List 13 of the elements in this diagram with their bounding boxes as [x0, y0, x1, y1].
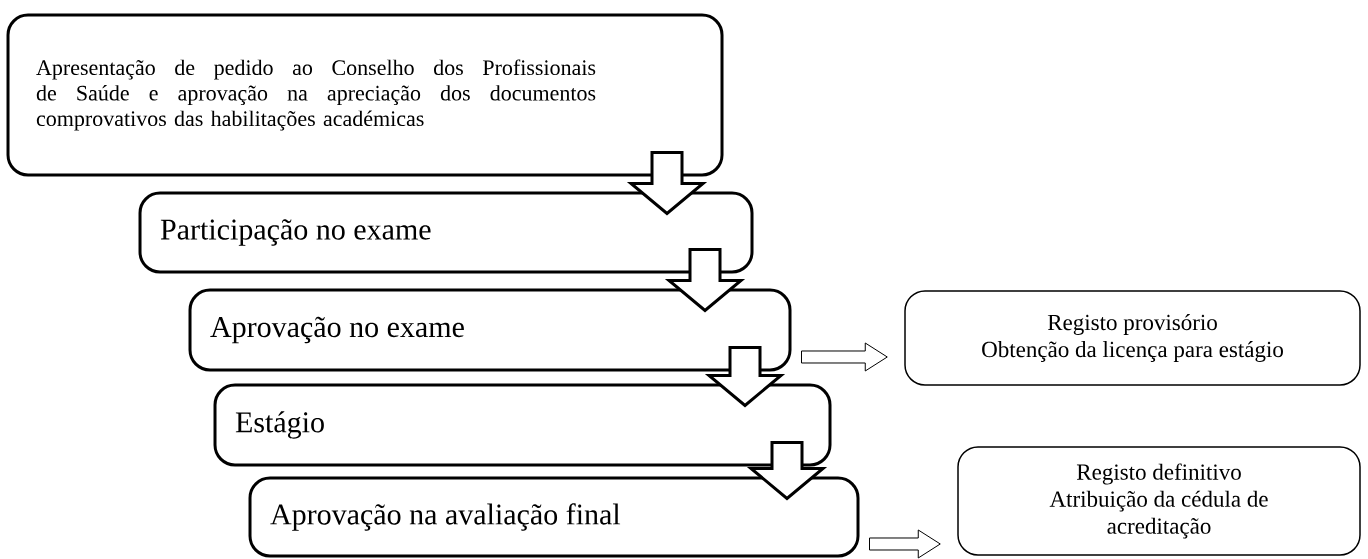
block-arrow: [746, 441, 828, 501]
result-box: Registo definitivo Atribuição da cédula de acreditação: [957, 446, 1361, 556]
process-box: Estágio: [213, 383, 832, 467]
result-box: Registo provisório Obtenção da licença para estágio: [904, 290, 1361, 386]
process-box: Aprovação na avaliação final: [248, 476, 860, 558]
block-arrow: [801, 342, 888, 372]
block-arrow: [664, 248, 746, 313]
process-box: Participação no exame: [138, 191, 754, 274]
process-box: Apresentação de pedido ao Conselho dos Profissionais de Saúde e aprovação na apreciação dos documentos comprovativos das habilitações académicas: [6, 13, 724, 177]
block-arrow: [626, 151, 708, 216]
block-arrow: [704, 346, 786, 408]
block-arrow: [869, 529, 941, 559]
process-box: Aprovação no exame: [188, 288, 792, 372]
